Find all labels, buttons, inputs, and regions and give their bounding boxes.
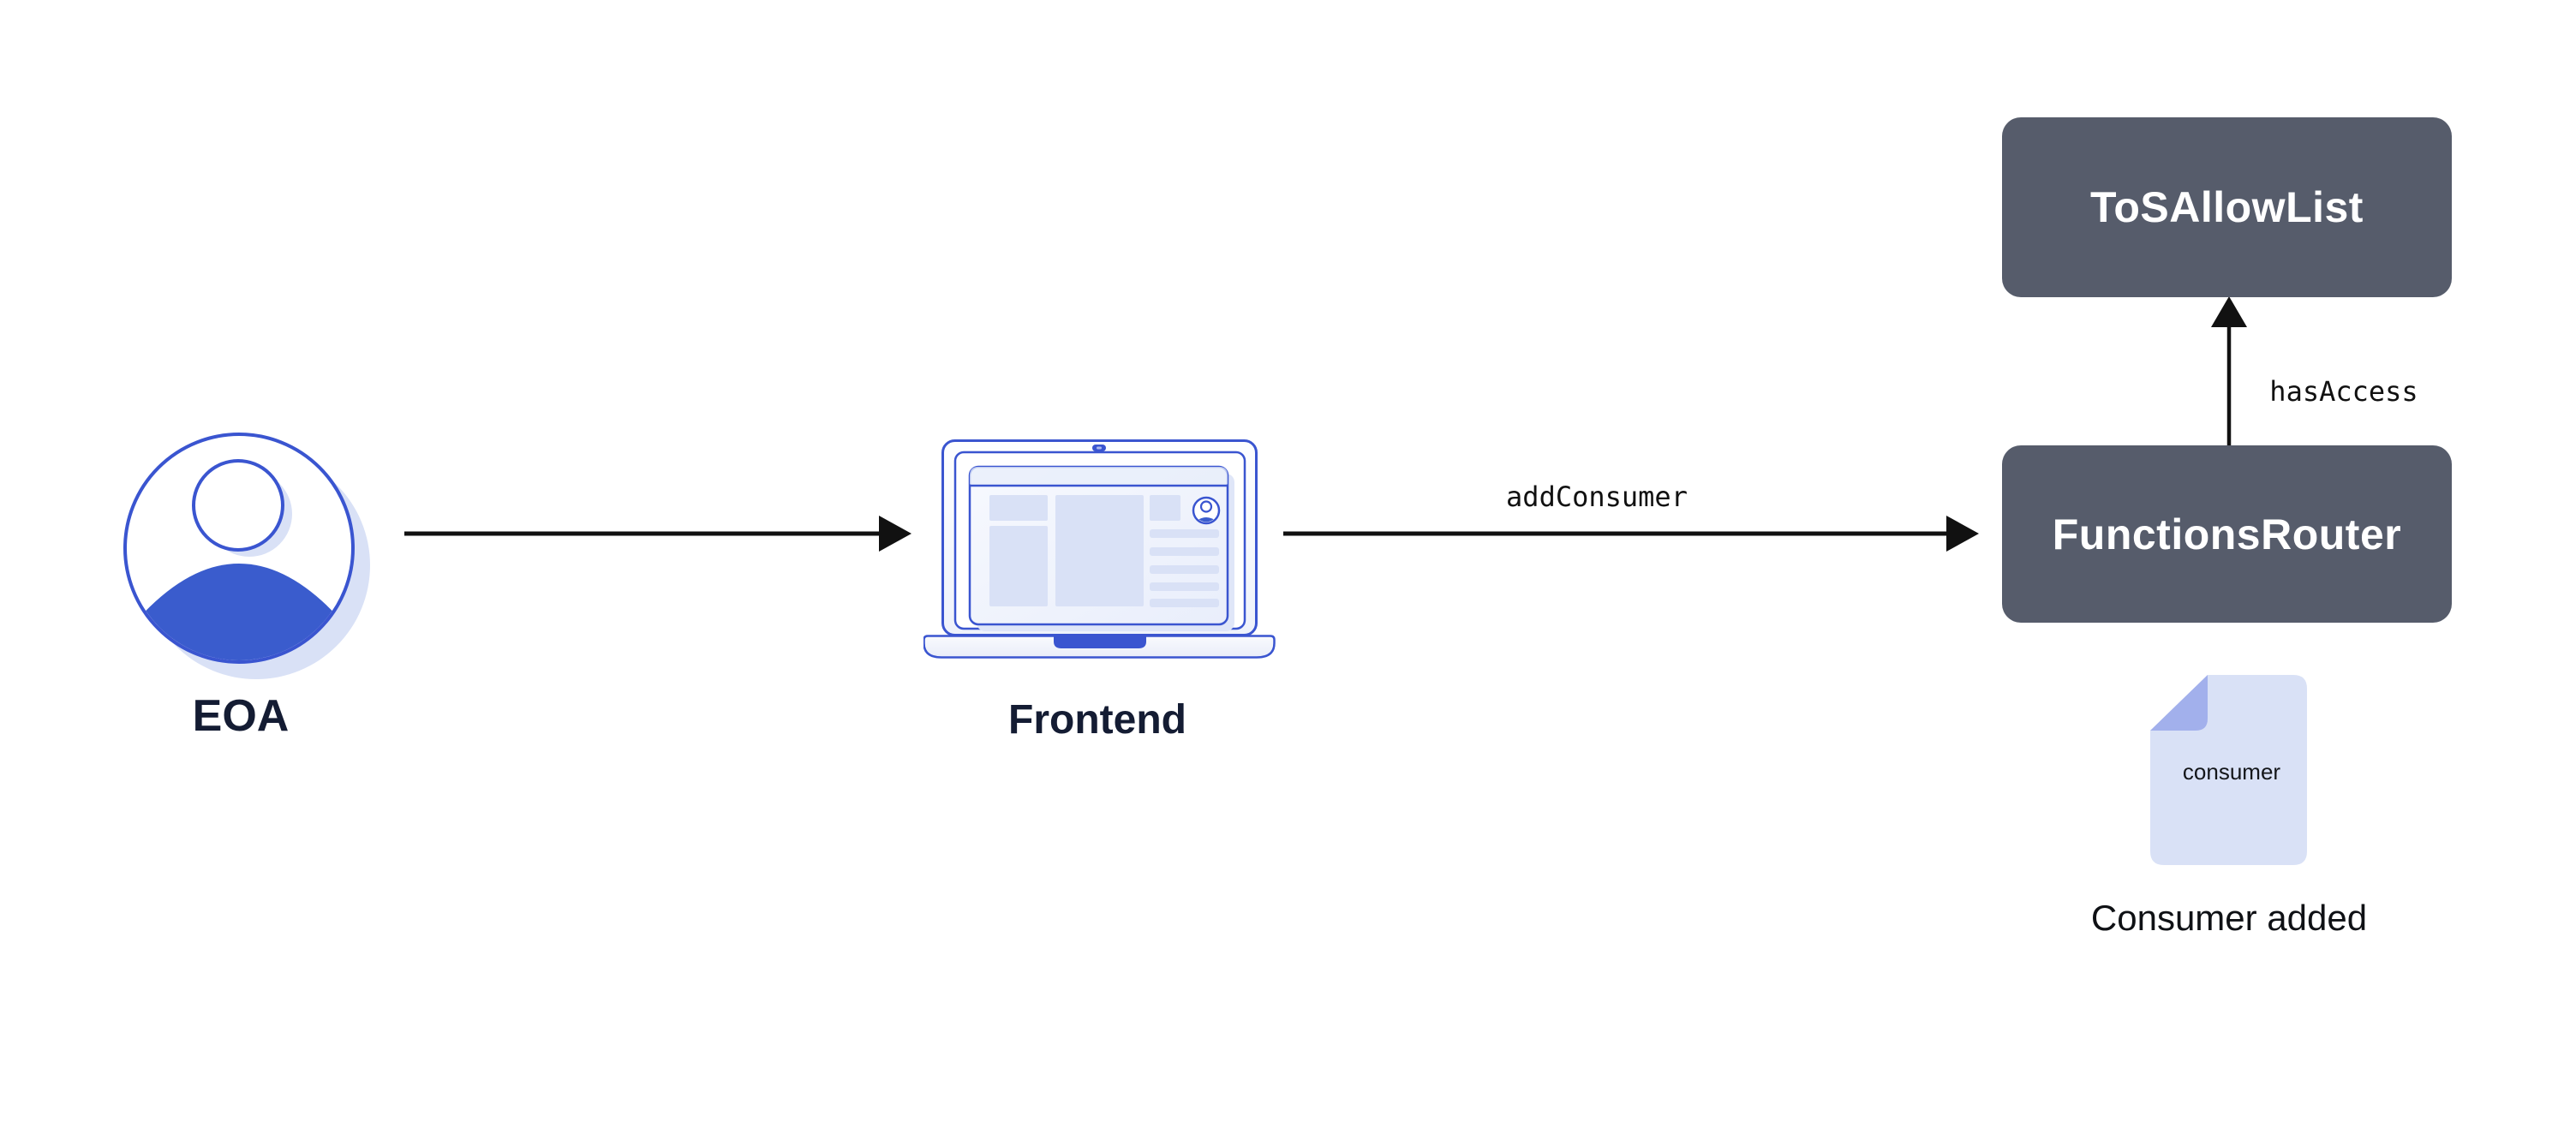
addconsumer-edge-label: addConsumer [1506,480,1688,513]
avatar-head [192,459,284,552]
browser-header-bar [970,467,1228,485]
laptop-notch [1054,636,1146,648]
consumer-added-caption: Consumer added [2090,898,2368,938]
arrowhead-icon [1946,516,1979,552]
browser-user-icon [1192,496,1221,525]
laptop-icon [923,439,1276,659]
frontend-node-label: Frontend [1008,697,1186,743]
hasaccess-edge-label: hasAccess [2269,375,2418,408]
browser-content-blocks [989,495,1219,607]
functions-router-label: FunctionsRouter [2052,510,2402,558]
consumer-document-label: consumer [2182,759,2281,785]
consumer-document-icon [2150,675,2307,865]
tos-allow-list-label: ToSAllowList [2090,183,2364,231]
arrow-frontend-to-functionsrouter [1283,516,1979,552]
avatar-shoulders [127,564,351,660]
arrowhead-icon [879,516,911,552]
arrowhead-icon [2211,296,2247,327]
document-fold-corner [2150,675,2208,731]
tos-allow-list-box: ToSAllowList [2002,117,2452,297]
eoa-avatar-icon [123,433,370,679]
arrow-eoa-to-frontend [404,516,911,552]
functions-router-box: FunctionsRouter [2002,445,2452,623]
eoa-node-label: EOA [192,691,290,741]
arrow-functionsrouter-to-tosallowlist [2211,296,2247,445]
